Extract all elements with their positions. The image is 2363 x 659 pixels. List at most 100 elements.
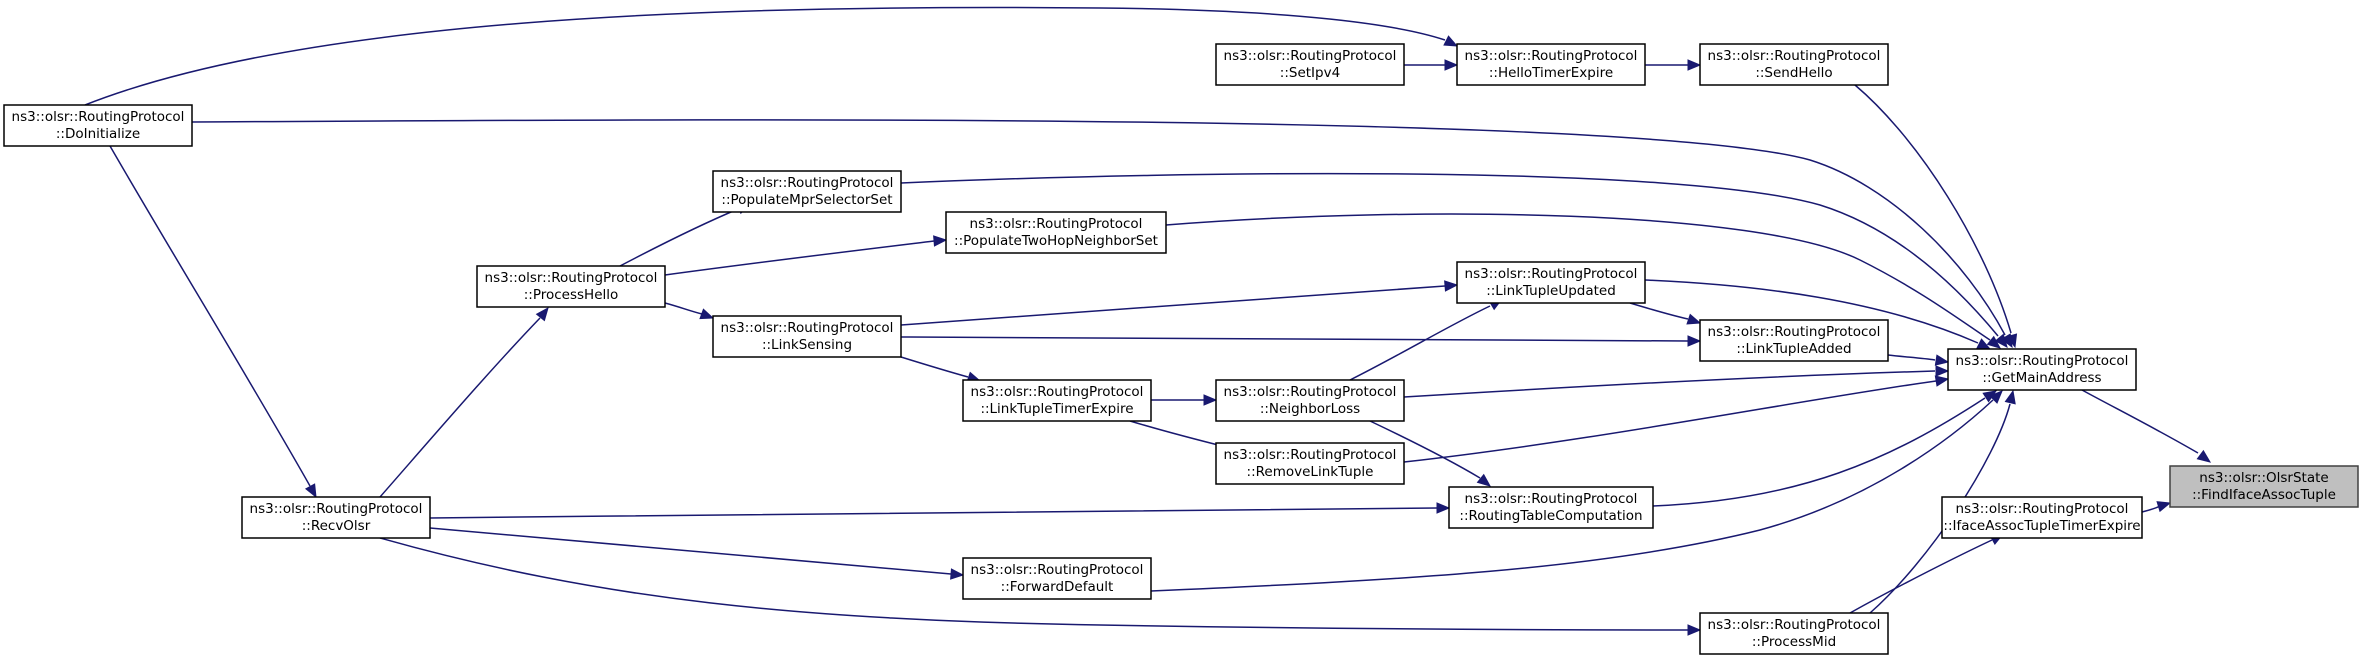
edge-line xyxy=(900,356,969,378)
edge-line xyxy=(1652,397,1986,507)
edge-line xyxy=(1129,420,1231,449)
node-popmpr[interactable]: ns3::olsr::RoutingProtocol::PopulateMprS… xyxy=(712,170,902,213)
node-processhello[interactable]: ns3::olsr::RoutingProtocol::ProcessHello xyxy=(476,265,666,308)
node-label-namespace: ns3::olsr::RoutingProtocol xyxy=(485,270,658,286)
node-label-method: ::RecvOlsr xyxy=(302,518,371,534)
node-label-namespace: ns3::olsr::RoutingProtocol xyxy=(1224,48,1397,64)
node-neighborloss[interactable]: ns3::olsr::RoutingProtocol::NeighborLoss xyxy=(1215,379,1405,422)
node-label-method: ::DoInitialize xyxy=(56,126,140,142)
node-find[interactable]: ns3::olsr::OlsrState::FindIfaceAssocTupl… xyxy=(2169,465,2359,508)
edge-linktimer-to-neighborloss xyxy=(1151,394,1218,406)
node-label-method: ::LinkTupleAdded xyxy=(1736,341,1851,357)
node-box xyxy=(962,557,1152,600)
edge-ifacetimer-to-find xyxy=(2141,501,2172,513)
arrowhead-icon xyxy=(1989,390,2003,404)
edge-line xyxy=(109,145,311,487)
node-poptwohop[interactable]: ns3::olsr::RoutingProtocol::PopulateTwoH… xyxy=(945,211,1167,254)
arrowhead-icon xyxy=(1934,354,1950,366)
node-removelink[interactable]: ns3::olsr::RoutingProtocol::RemoveLinkTu… xyxy=(1215,442,1405,485)
node-label-namespace: ns3::olsr::RoutingProtocol xyxy=(250,501,423,517)
node-box xyxy=(1215,43,1405,86)
arrowhead-icon xyxy=(1935,365,1950,377)
node-linkadded[interactable]: ns3::olsr::RoutingProtocol::LinkTupleAdd… xyxy=(1699,319,1889,362)
arrowhead-icon xyxy=(304,483,317,499)
edge-recvolsr-to-processhello xyxy=(379,306,549,498)
arrowhead-icon xyxy=(1444,59,1459,71)
edge-processhello-to-linksensing xyxy=(664,302,715,320)
edge-line xyxy=(429,507,1438,519)
node-box xyxy=(1699,612,1889,655)
edge-line xyxy=(191,119,2006,336)
arrowhead-icon xyxy=(1687,59,1702,71)
node-label-namespace: ns3::olsr::RoutingProtocol xyxy=(1956,501,2129,517)
edge-neighborloss-to-routingtable xyxy=(1369,420,1492,487)
node-label-method: ::GetMainAddress xyxy=(1982,370,2101,386)
arrowhead-icon xyxy=(1436,502,1451,514)
arrowhead-icon xyxy=(1443,35,1459,47)
node-setipv4[interactable]: ns3::olsr::RoutingProtocol::SetIpv4 xyxy=(1215,43,1405,86)
edge-getmain-to-find xyxy=(2081,389,2212,463)
node-sendhello[interactable]: ns3::olsr::RoutingProtocol::SendHello xyxy=(1699,43,1889,86)
edge-line xyxy=(379,537,1689,631)
edge-routingtable-to-getmain xyxy=(1652,390,1998,507)
edge-setipv4-to-hellotimer xyxy=(1404,59,1459,71)
edge-linkupdated-to-linkadded xyxy=(1629,302,1702,325)
arrowhead-icon xyxy=(1476,473,1492,487)
node-label-namespace: ns3::olsr::RoutingProtocol xyxy=(1465,266,1638,282)
edge-popmpr-to-getmain xyxy=(900,172,2008,349)
edge-processhello-to-popmpr xyxy=(619,203,752,267)
edge-hellotimer-to-sendhello xyxy=(1645,59,1702,71)
node-label-method: ::HelloTimerExpire xyxy=(1489,65,1613,81)
edge-line xyxy=(664,302,703,315)
node-routingtable[interactable]: ns3::olsr::RoutingProtocol::RoutingTable… xyxy=(1448,486,1654,529)
node-getmain[interactable]: ns3::olsr::RoutingProtocol::GetMainAddre… xyxy=(1947,348,2137,391)
node-label-method: ::LinkTupleUpdated xyxy=(1486,283,1616,299)
node-doinit[interactable]: ns3::olsr::RoutingProtocol::DoInitialize xyxy=(3,104,193,147)
arrowhead-icon xyxy=(535,306,549,322)
arrowhead-icon xyxy=(1203,394,1218,406)
edge-line xyxy=(900,172,1999,337)
node-ifacetimer[interactable]: ns3::olsr::RoutingProtocol::IfaceAssocTu… xyxy=(1941,496,2143,539)
node-box xyxy=(1699,43,1889,86)
node-label-method: ::RoutingTableComputation xyxy=(1459,508,1642,524)
edge-line xyxy=(1403,370,1936,398)
node-label-method: ::ProcessHello xyxy=(524,287,619,303)
edge-neighborloss-to-getmain xyxy=(1403,365,1950,398)
edges-layer xyxy=(84,6,2212,636)
node-hellotimer[interactable]: ns3::olsr::RoutingProtocol::HelloTimerEx… xyxy=(1456,43,1646,86)
arrowhead-icon xyxy=(2196,449,2212,463)
node-label-method: ::PopulateTwoHopNeighborSet xyxy=(954,233,1158,249)
arrowhead-icon xyxy=(2000,333,2013,349)
edge-doinit-to-getmain xyxy=(191,119,2013,349)
node-label-method: ::SendHello xyxy=(1755,65,1832,81)
node-box xyxy=(1215,442,1405,485)
arrowhead-icon xyxy=(2156,501,2172,513)
node-linksensing[interactable]: ns3::olsr::RoutingProtocol::LinkSensing xyxy=(712,315,902,358)
edge-linksensing-to-linktimer xyxy=(900,356,982,383)
node-label-namespace: ns3::olsr::RoutingProtocol xyxy=(970,216,1143,232)
node-label-namespace: ns3::olsr::OlsrState xyxy=(2199,470,2328,486)
node-label-method: ::IfaceAssocTupleTimerExpire xyxy=(1943,518,2140,534)
node-box xyxy=(1699,319,1889,362)
node-linkupdated[interactable]: ns3::olsr::RoutingProtocol::LinkTupleUpd… xyxy=(1456,261,1646,304)
edge-line xyxy=(1629,302,1689,320)
node-box xyxy=(1947,348,2137,391)
node-label-method: ::PopulateMprSelectorSet xyxy=(721,192,892,208)
node-box xyxy=(1448,486,1654,529)
node-box xyxy=(1456,261,1646,304)
edge-processmid-to-ifacetimer xyxy=(1849,533,2005,614)
node-forward[interactable]: ns3::olsr::RoutingProtocol::ForwardDefau… xyxy=(962,557,1152,600)
node-linktimer[interactable]: ns3::olsr::RoutingProtocol::LinkTupleTim… xyxy=(962,379,1152,422)
node-processmid[interactable]: ns3::olsr::RoutingProtocol::ProcessMid xyxy=(1699,612,1889,655)
node-label-namespace: ns3::olsr::RoutingProtocol xyxy=(721,175,894,191)
node-label-method: ::FindIfaceAssocTuple xyxy=(2192,487,2336,503)
node-recvolsr[interactable]: ns3::olsr::RoutingProtocol::RecvOlsr xyxy=(241,496,431,539)
edge-line xyxy=(1854,84,2012,334)
edge-recvolsr-to-forward xyxy=(429,527,965,580)
arrowhead-icon xyxy=(1687,624,1702,636)
node-label-method: ::LinkTupleTimerExpire xyxy=(980,401,1133,417)
edge-line xyxy=(664,240,935,276)
edge-recvolsr-to-routingtable xyxy=(429,502,1451,519)
edge-line xyxy=(900,285,1446,326)
